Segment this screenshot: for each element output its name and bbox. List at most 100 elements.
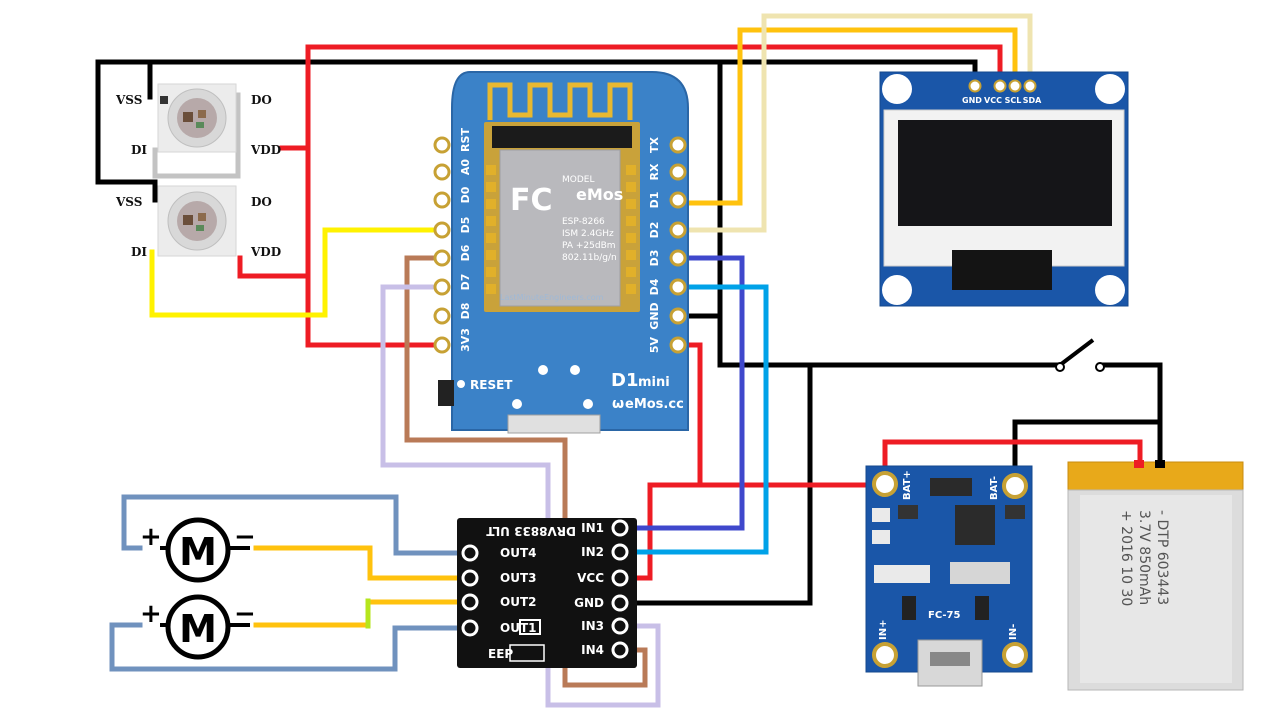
d1-pin-label-d0: D0	[459, 186, 472, 203]
mount-hole	[512, 399, 522, 409]
motor-1-symbol: M	[179, 530, 217, 574]
driver-pin-label-in4: IN4	[581, 643, 604, 657]
driver-pin-label-out4: OUT4	[500, 546, 536, 560]
led1-vdd-label: VDD	[250, 143, 281, 157]
driver-pin-out3	[461, 569, 479, 587]
d1-pin-d0	[433, 191, 451, 209]
driver-pin-label-in2: IN2	[581, 545, 604, 559]
board-brand-glyph-icon: ω	[612, 396, 624, 412]
charger-resistor	[874, 565, 930, 583]
wire-d5-to-led-di	[149, 227, 445, 318]
wire-gnd-led-loop	[95, 59, 158, 203]
oled-pin-label-vcc: VCC	[984, 96, 1002, 105]
led2-do-label: DO	[251, 195, 272, 209]
switch-contact-b	[1095, 362, 1105, 372]
d1-pin-gnd	[669, 307, 687, 325]
esp-pads	[486, 165, 636, 294]
oled-ribbon	[952, 250, 1052, 290]
motor-2-body	[165, 594, 231, 660]
micro-usb-socket	[930, 652, 970, 666]
wire-motor1-minus	[253, 545, 473, 581]
eep-box	[509, 644, 545, 662]
reset-button[interactable]	[438, 380, 454, 406]
driver-pin-label-out1: OUT1	[500, 621, 536, 635]
esp-shield	[499, 149, 621, 307]
wire-3v3-to-oled-vcc	[305, 44, 1003, 348]
led1-di-label: DI	[131, 143, 147, 157]
d1-pin-rst	[433, 136, 451, 154]
driver-pin-out2	[461, 593, 479, 611]
driver-pcb	[457, 518, 637, 668]
d1-pin-3v3	[433, 336, 451, 354]
motor-1-plus: +	[140, 522, 162, 552]
antenna-trace	[487, 82, 633, 120]
led-2	[157, 185, 237, 257]
oled-mount-hole	[1095, 275, 1125, 305]
reset-label: RESET	[470, 378, 513, 392]
d1-pin-label-d6: D6	[459, 244, 472, 261]
usb-port	[507, 414, 601, 434]
charger-component	[1005, 505, 1025, 519]
oled-pin-sda	[1023, 79, 1037, 93]
d1-pin-label-d4: D4	[648, 278, 661, 295]
driver-title: DRV8833 ULT	[486, 524, 576, 538]
d1-pin-d3	[669, 249, 687, 267]
led-strip: VSS DO DI VDD VSS DO DI VDD	[115, 83, 281, 259]
driver-pin-in2	[611, 543, 629, 561]
motor-2-minus: −	[234, 599, 256, 629]
model-label: MODEL	[562, 175, 594, 185]
tp4056-charger-module: BAT+ BAT- IN+ IN- FC-75	[865, 465, 1033, 687]
d1-pin-label-d8: D8	[459, 303, 472, 320]
battery-lead-plus	[1134, 460, 1144, 468]
battery-line-3: + 2016 10 30	[1118, 510, 1134, 606]
d1-pin-label-gnd: GND	[648, 302, 661, 329]
wire-motor2-minus	[253, 599, 473, 628]
board-title-suffix: mini	[638, 375, 670, 390]
d1-pin-label-d1: D1	[648, 192, 661, 209]
led2-vss-label: VSS	[115, 195, 142, 209]
chip-line-4: 802.11b/g/n	[562, 253, 617, 263]
driver-pin-gnd	[611, 594, 629, 612]
led1-do-label: DO	[251, 93, 272, 107]
mount-hole	[570, 365, 580, 375]
switch-lever	[1058, 338, 1095, 367]
d1-pin-d7	[433, 278, 451, 296]
driver-pin-in4	[611, 641, 629, 659]
oled-pin-gnd	[968, 79, 982, 93]
power-switch[interactable]	[1055, 338, 1105, 372]
bat-plus-label: BAT+	[902, 470, 913, 500]
bat-minus-label: BAT-	[989, 476, 1000, 500]
charger-chip-label: FC-75	[928, 610, 961, 621]
driver-pin-label-out2: OUT2	[500, 595, 536, 609]
reset-pad-icon	[457, 380, 465, 388]
wire-d4-to-in2	[607, 284, 769, 555]
charger-component	[930, 478, 972, 496]
wire-vdd-led2	[237, 255, 311, 279]
in-plus-pad	[872, 642, 898, 668]
d1-pin-label-tx: TX	[648, 136, 661, 153]
motor-1: M + −	[140, 517, 256, 583]
led2-vdd-label: VDD	[250, 245, 281, 259]
board-title: D1	[611, 370, 638, 391]
chip-line-2: ISM 2.4GHz	[562, 229, 614, 239]
oled-mount-hole	[1095, 74, 1125, 104]
d1-pin-label-rx: RX	[648, 163, 661, 180]
motor-2-symbol: M	[179, 607, 217, 651]
wire-5v-to-driver-vcc	[627, 482, 703, 581]
wire-motor2-plus	[109, 622, 473, 672]
battery-label	[1080, 495, 1232, 683]
d1-pin-d2	[669, 221, 687, 239]
wemos-d1-mini-board: FC MODEL eMos ESP-8266 ISM 2.4GHz PA +25…	[433, 71, 689, 434]
oled-pin-label-scl: SCL	[1005, 96, 1022, 105]
led2-di-label: DI	[131, 245, 147, 259]
battery-lead-minus	[1155, 460, 1165, 468]
bat-minus-pad	[1002, 473, 1028, 499]
motor-2-plus: +	[140, 599, 162, 629]
watermark: LastMinuteEngineers.com	[500, 293, 604, 302]
battery-line-1: - DTP 603443	[1154, 510, 1170, 605]
d1-pin-label-rst: RST	[459, 128, 472, 152]
